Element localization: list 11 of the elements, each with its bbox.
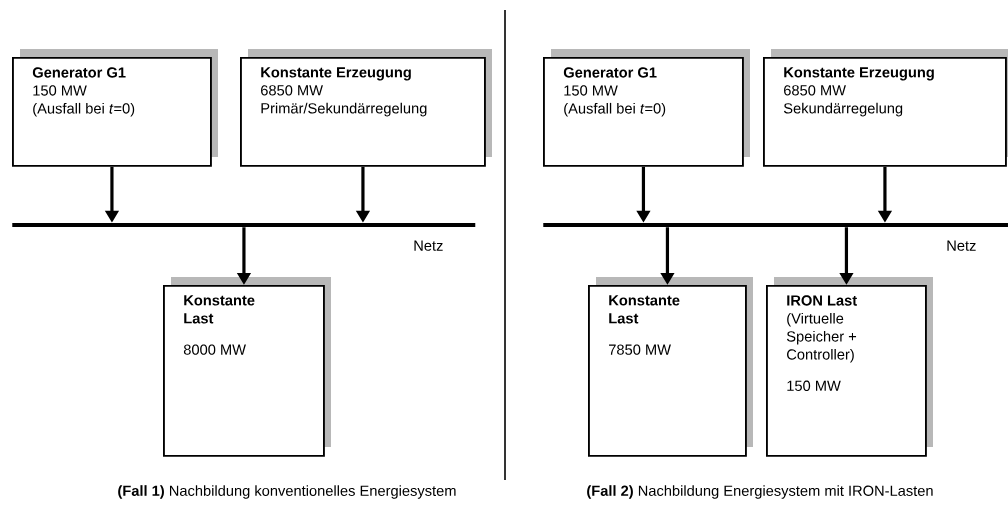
process-box: IRON Last (Virtuelle Speicher + Controller) 150 MW — [766, 277, 933, 457]
process-box: Konstante Last 8000 MW — [163, 277, 331, 457]
bus-label: Netz — [414, 240, 443, 251]
caption: (Fall 2) Nachbildung Energiesystem mit IRON-Lasten — [587, 485, 933, 499]
process-box: Konstante Erzeugung 6850 MW Sekundärregelung — [763, 49, 1008, 167]
bus-label: Netz — [947, 240, 976, 251]
caption: (Fall 1) Nachbildung konventionelles Energiesystem — [118, 485, 456, 499]
process-box: Konstante Erzeugung 6850 MW Primär/Sekundärregelung — [240, 49, 492, 167]
process-box: Generator G1 150 MW (Ausfall bei t=0) — [543, 49, 750, 167]
process-box: Generator G1 150 MW (Ausfall bei t=0) — [12, 49, 218, 167]
process-box: Konstante Last 7850 MW — [588, 277, 753, 457]
